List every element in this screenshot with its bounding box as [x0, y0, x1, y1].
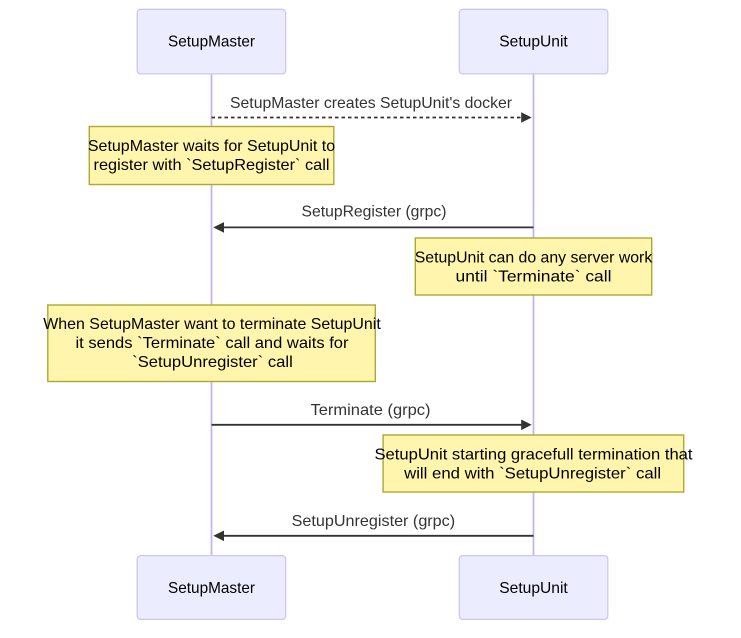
svg-text:`SetupUnregister` call: `SetupUnregister` call [132, 354, 293, 371]
svg-text:SetupUnit: SetupUnit [499, 34, 568, 51]
svg-text:SetupMaster: SetupMaster [168, 580, 256, 597]
svg-text:SetupMaster: SetupMaster [168, 34, 256, 51]
svg-text:SetupUnit: SetupUnit [499, 580, 568, 597]
svg-text:it sends `Terminate` call and: it sends `Terminate` call and waits for [76, 335, 350, 352]
svg-text:SetupUnregister (grpc): SetupUnregister (grpc) [292, 513, 456, 530]
svg-text:SetupMaster creates SetupUnit': SetupMaster creates SetupUnit's docker [230, 95, 513, 112]
svg-text:until `Terminate` call: until `Terminate` call [456, 269, 612, 286]
svg-text:register with `SetupRegister`: register with `SetupRegister` call [94, 157, 330, 174]
svg-text:SetupRegister (grpc): SetupRegister (grpc) [302, 203, 447, 220]
svg-text:When SetupMaster want to termi: When SetupMaster want to terminate Setup… [43, 316, 381, 333]
svg-text:SetupUnit starting gracefull t: SetupUnit starting gracefull termination… [375, 447, 694, 464]
svg-text:SetupMaster waits for SetupUni: SetupMaster waits for SetupUnit to [88, 138, 335, 155]
svg-text:Terminate (grpc): Terminate (grpc) [311, 402, 431, 419]
svg-text:will end with `SetupUnregister: will end with `SetupUnregister` call [403, 466, 661, 483]
svg-text:SetupUnit can do any server wo: SetupUnit can do any server work [415, 250, 653, 267]
